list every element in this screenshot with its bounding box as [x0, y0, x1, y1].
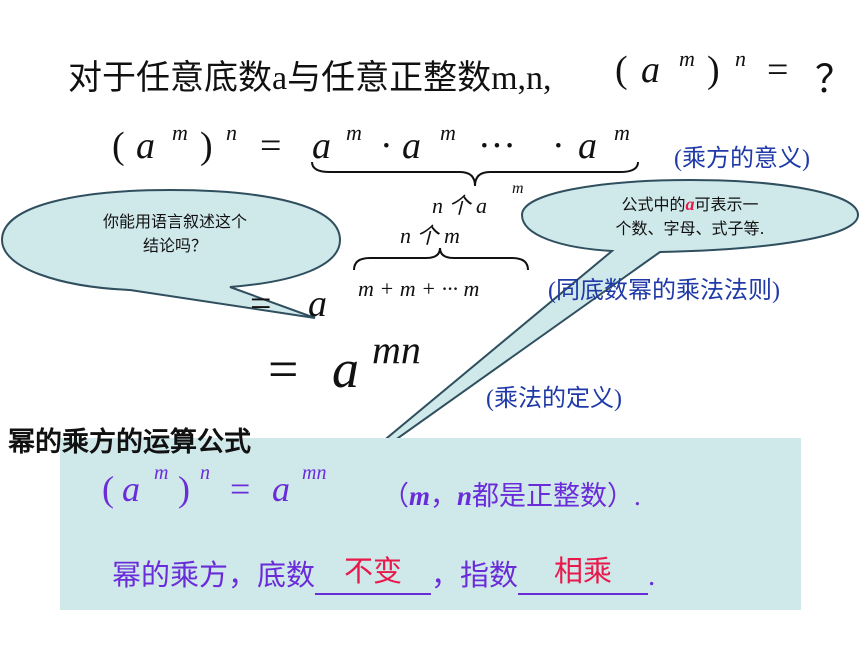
formula-condition: （m，n都是正整数）.	[382, 481, 641, 511]
formula-box-title: 幂的乘方的运算公式	[8, 427, 251, 458]
same-base-line: = a	[250, 283, 327, 325]
question-formula: ( a m ) n = ？	[615, 46, 854, 101]
note-power-meaning: (乘方的意义)	[674, 146, 810, 172]
expansion-line: ( a m ) n = a m · a m ··· · a m	[112, 120, 630, 167]
underbrace-n-factors	[311, 161, 639, 187]
right-bubble	[321, 178, 860, 493]
answer-unchanged: 不变	[344, 556, 403, 588]
label-n-a-exp: m	[512, 180, 524, 197]
question-text: 对于任意底数a与任意正整数m,n,	[68, 60, 552, 97]
formula-box	[60, 438, 801, 610]
note-same-base: (同底数幂的乘法法则)	[548, 278, 780, 304]
boxed-formula: ( a m ) n = a mn	[102, 462, 327, 509]
blank-exponent: 相乘	[518, 556, 649, 595]
answer-multiply: 相乘	[554, 556, 613, 588]
exponent-sum: m + m + ··· m	[358, 276, 480, 301]
right-bubble-text: 公式中的a可表示一 个数、字母、式子等.	[615, 194, 765, 238]
overbrace-n-terms	[353, 247, 529, 271]
blank-base: 不变	[315, 556, 432, 595]
label-n-m: n 个 m	[400, 223, 460, 248]
left-bubble	[0, 188, 342, 319]
label-n-a: n 个 a	[432, 193, 488, 218]
left-bubble-text: 你能用语言叙述这个 结论吗？	[102, 212, 247, 255]
result-line: = a mn	[268, 327, 421, 399]
rule-sentence: 幂的乘方，底数不变 ，指数相乘 .	[112, 552, 655, 595]
note-mult-def: (乘法的定义)	[486, 386, 622, 412]
